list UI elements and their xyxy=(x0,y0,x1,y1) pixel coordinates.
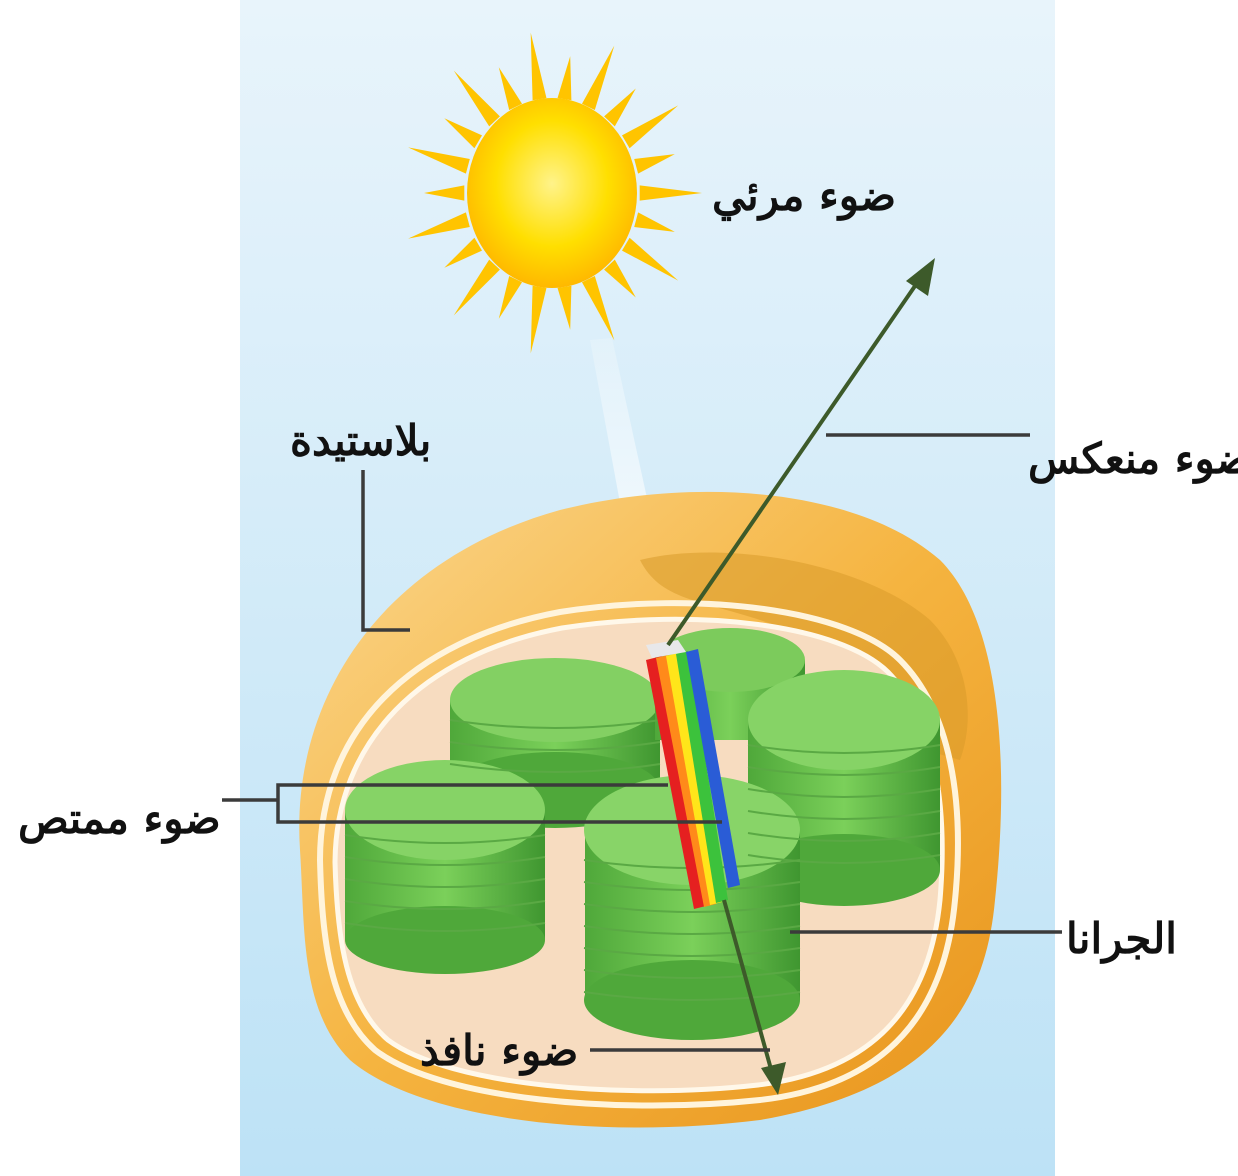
plastid-label: بلاستيدة xyxy=(290,420,431,462)
reflected-light-label: ضوء منعكس xyxy=(1028,438,1238,480)
visible-light-label: ضوء مرئي xyxy=(712,175,896,217)
granum xyxy=(345,760,545,974)
transmitted-light-label: ضوء نافذ xyxy=(420,1030,578,1072)
grana-label: الجرانا xyxy=(1066,918,1177,960)
absorbed-light-label: ضوء ممتص xyxy=(18,798,221,840)
